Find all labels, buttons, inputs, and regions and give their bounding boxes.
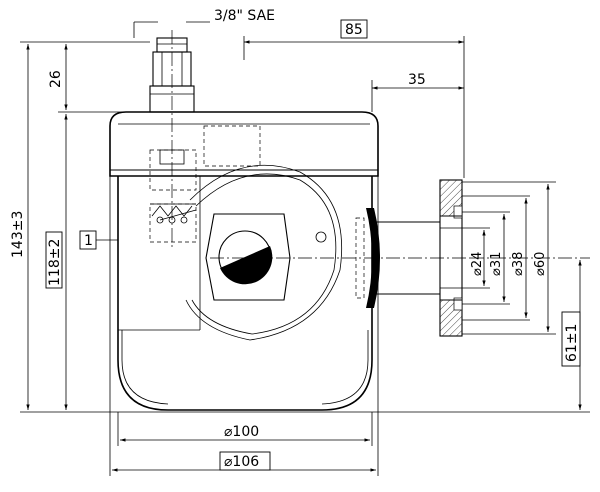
dim-61-text: 61±1 [564, 324, 580, 362]
dim-85-text: 85 [345, 22, 363, 38]
thread-label: 3/8" SAE [214, 8, 275, 24]
dim-143-text: 143±3 [10, 211, 26, 258]
item-ref-text: 1 [84, 233, 93, 249]
dia-38-text: ⌀38 [511, 252, 526, 276]
dia-31-text: ⌀31 [489, 252, 504, 276]
dia-24-text: ⌀24 [470, 252, 485, 276]
dia-106-text: ⌀106 [224, 454, 259, 470]
dia-60-text: ⌀60 [533, 252, 548, 276]
dimension-lines [20, 21, 590, 476]
fitting [149, 30, 195, 250]
outlet-flange [355, 179, 463, 337]
tank-body [109, 111, 379, 411]
dim-118-text: 118±2 [47, 239, 63, 286]
dim-26-text: 26 [48, 70, 64, 88]
float-mechanism [149, 149, 470, 341]
dim-35-text: 35 [408, 72, 426, 88]
dia-100-text: ⌀100 [224, 424, 259, 440]
